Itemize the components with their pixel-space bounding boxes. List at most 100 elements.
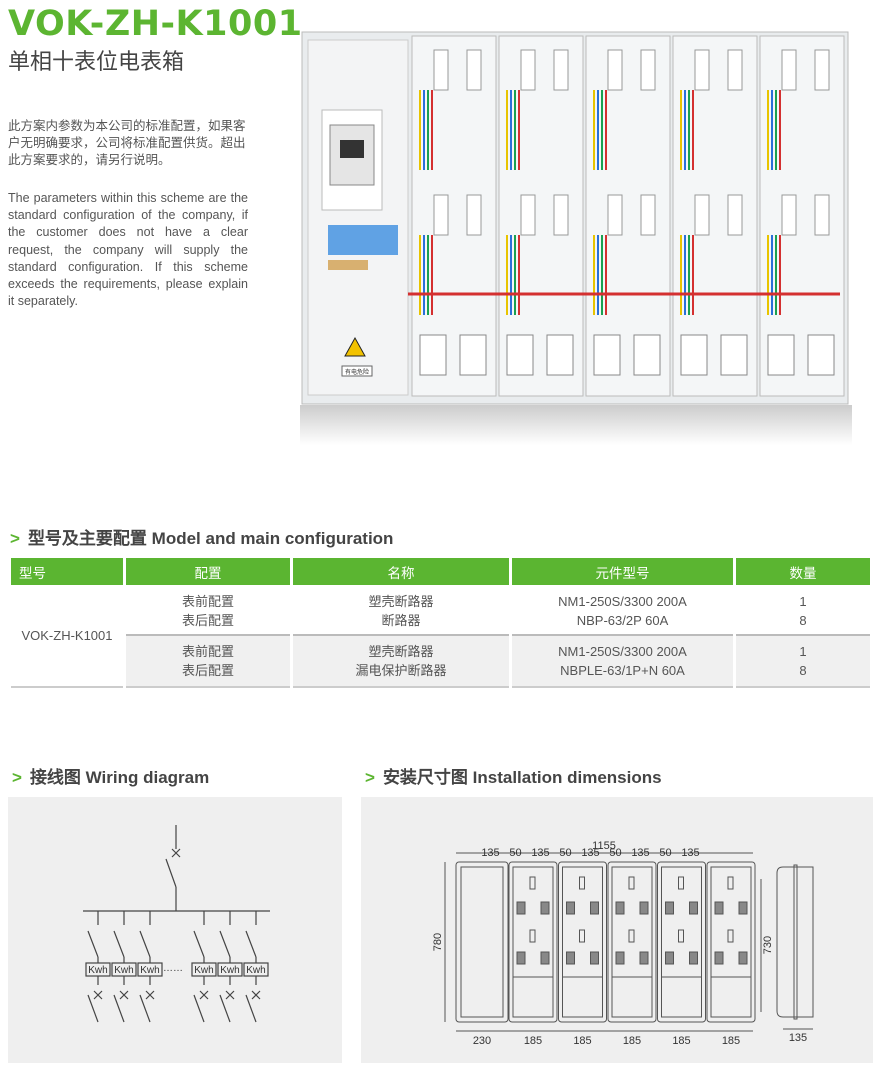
cell: NM1-250S/3300 200A bbox=[558, 643, 687, 659]
meter-label: Kwh bbox=[246, 965, 265, 976]
switch-icon bbox=[87, 994, 99, 1023]
breaker bbox=[720, 334, 748, 376]
dim-top: 135 bbox=[581, 847, 599, 859]
arrow-icon: > bbox=[12, 768, 22, 787]
cell: 8 bbox=[799, 662, 807, 678]
col-name: 名称 bbox=[293, 558, 509, 585]
switch-icon bbox=[139, 930, 151, 958]
meter-slot bbox=[694, 49, 710, 91]
breaker bbox=[419, 334, 447, 376]
meter-slot bbox=[433, 49, 449, 91]
meter-slot bbox=[694, 194, 710, 236]
meter-slot bbox=[433, 194, 449, 236]
install-heading: > 安装尺寸图 Installation dimensions bbox=[365, 763, 662, 788]
cell: 断路器 bbox=[381, 613, 421, 629]
dim-inner-height: 730 bbox=[762, 936, 774, 954]
cell: NBPLE-63/1P+N 60A bbox=[560, 662, 685, 678]
config-heading: >型号及主要配置 Model and main configuration bbox=[10, 524, 393, 549]
meter-label: Kwh bbox=[194, 965, 213, 976]
meter-slot bbox=[520, 49, 536, 91]
switch-icon bbox=[193, 994, 205, 1023]
dim-top: 135 bbox=[481, 847, 499, 859]
switch-icon bbox=[219, 994, 231, 1023]
meter-slot bbox=[466, 194, 482, 236]
meter-slot bbox=[553, 49, 569, 91]
dim-top: 50 bbox=[509, 847, 521, 859]
switch-icon bbox=[193, 930, 205, 958]
meter-module bbox=[706, 861, 756, 1023]
install-heading-text: 安装尺寸图 Installation dimensions bbox=[382, 768, 662, 787]
meter-slot bbox=[781, 49, 797, 91]
breaker bbox=[506, 334, 534, 376]
meter-module bbox=[607, 861, 657, 1023]
switch-icon bbox=[87, 930, 99, 958]
meter-module bbox=[657, 861, 706, 1023]
dim-top: 135 bbox=[681, 847, 699, 859]
meter-slot bbox=[607, 49, 623, 91]
meter-slot bbox=[466, 49, 482, 91]
dim-bottom: 185 bbox=[573, 1035, 591, 1047]
meter-slot bbox=[727, 194, 743, 236]
dim-bottom: 185 bbox=[672, 1035, 690, 1047]
intro-chinese: 此方案内参数为本公司的标准配置，如果客户无明确要求，公司将标准配置供货。超出此方… bbox=[8, 119, 246, 168]
cell: 漏电保护断路器 bbox=[355, 662, 447, 678]
dim-height: 780 bbox=[432, 933, 444, 951]
dim-depth: 135 bbox=[789, 1032, 807, 1044]
ellipsis: …… bbox=[163, 963, 183, 974]
col-model: 型号 bbox=[11, 558, 123, 585]
config-table: 型号 配置 名称 元件型号 数量 VOK-ZH-K1001 表前配置表后配置 塑… bbox=[8, 558, 873, 688]
meter-slot bbox=[814, 49, 830, 91]
danger-label: 有电危险 bbox=[345, 368, 369, 376]
meter-label: Kwh bbox=[88, 965, 107, 976]
cell: 表后配置 bbox=[181, 662, 234, 678]
product-photo: 有电危险 bbox=[300, 31, 852, 445]
cell: NBP-63/2P 60A bbox=[576, 613, 669, 629]
meter-slot bbox=[553, 194, 569, 236]
cell: 塑壳断路器 bbox=[368, 594, 434, 610]
breaker bbox=[593, 334, 621, 376]
dim-bottom: 230 bbox=[473, 1035, 491, 1047]
table-row: VOK-ZH-K1001 表前配置表后配置 塑壳断路器断路器 NM1-250S/… bbox=[11, 585, 870, 688]
switch-icon bbox=[245, 994, 257, 1023]
dim-top: 135 bbox=[631, 847, 649, 859]
model-cell: VOK-ZH-K1001 bbox=[11, 585, 123, 688]
meter-module bbox=[558, 861, 607, 1023]
breaker bbox=[459, 334, 487, 376]
cell: 1 bbox=[799, 643, 807, 659]
col-part: 元件型号 bbox=[512, 558, 733, 585]
breaker bbox=[633, 334, 661, 376]
meter-slot bbox=[607, 194, 623, 236]
switch-icon bbox=[219, 930, 231, 958]
col-qty: 数量 bbox=[736, 558, 870, 585]
switch-icon bbox=[245, 930, 257, 958]
breaker bbox=[807, 334, 835, 376]
meter-slot bbox=[640, 49, 656, 91]
config-heading-text: 型号及主要配置 Model and main configuration bbox=[27, 529, 394, 548]
intro-english: The parameters within this scheme are th… bbox=[8, 191, 248, 309]
dim-bottom: 185 bbox=[623, 1035, 641, 1047]
dim-bottom: 185 bbox=[524, 1035, 542, 1047]
table-row: 表前配置表后配置 塑壳断路器漏电保护断路器 NM1-250S/3300 200A… bbox=[11, 635, 870, 688]
switch-icon bbox=[139, 994, 151, 1023]
breaker bbox=[546, 334, 574, 376]
dim-bottom: 185 bbox=[722, 1035, 740, 1047]
product-subtitle: 单相十表位电表箱 bbox=[8, 49, 185, 74]
meter-module bbox=[508, 861, 558, 1023]
meter-slot bbox=[520, 194, 536, 236]
product-title: VOK-ZH-K1001 bbox=[8, 4, 303, 44]
wiring-heading: >接线图 Wiring diagram bbox=[12, 763, 209, 788]
meter-label: Kwh bbox=[140, 965, 159, 976]
dim-top: 50 bbox=[659, 847, 671, 859]
arrow-icon: > bbox=[365, 768, 375, 787]
cell: 1 bbox=[799, 594, 807, 610]
cell: 塑壳断路器 bbox=[368, 643, 434, 659]
cell: 表后配置 bbox=[181, 613, 234, 629]
dim-top: 50 bbox=[609, 847, 621, 859]
meter-slot bbox=[727, 49, 743, 91]
meter-label: Kwh bbox=[220, 965, 239, 976]
cell: 表前配置 bbox=[181, 594, 234, 610]
meter-slot bbox=[781, 194, 797, 236]
meter-slot bbox=[814, 194, 830, 236]
